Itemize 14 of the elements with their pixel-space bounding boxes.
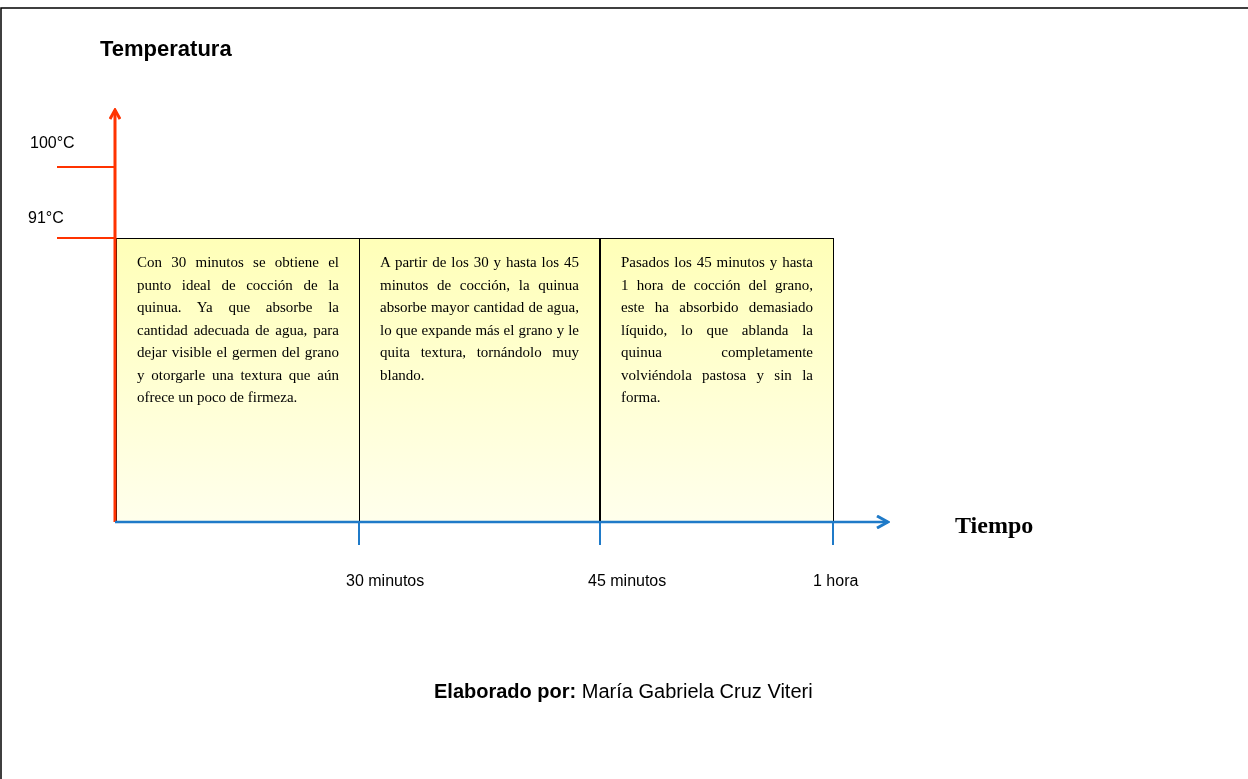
tick-label: 100°C — [30, 134, 75, 152]
caption: Elaborado por: María Gabriela Cruz Viteri — [434, 680, 813, 703]
phase-description: Con 30 minutos se obtiene el punto ideal de cocción de la quinua. Ya que absorbe la cantidad adecuada de agua, para dejar visible el germen del grano y otorgarle una textura que aún ofrece un poco de firmeza. — [137, 253, 339, 407]
phase-box — [600, 238, 834, 522]
axis-title: Temperatura — [100, 36, 232, 62]
phase-description: A partir de los 30 y hasta los 45 minutos de cocción, la quinua absorbe mayor cantidad de agua, lo que expande más el grano y le quita textura, tornándolo muy blando. — [380, 253, 579, 385]
tick-label: 30 minutos — [346, 572, 425, 590]
phase-description: Pasados los 45 minutos y hasta 1 hora de cocción del grano, este ha absorbido demasiado líquido, lo que ablanda la quinua completamente volviéndola pastosa y sin la forma. — [621, 253, 813, 407]
tick-label: 1 hora — [813, 572, 859, 590]
axis-title: Tiempo — [955, 512, 1034, 539]
tick-label: 91°C — [28, 209, 64, 227]
tick-label: 45 minutos — [588, 572, 667, 590]
phase-box — [116, 238, 360, 522]
phase-box — [359, 238, 600, 522]
